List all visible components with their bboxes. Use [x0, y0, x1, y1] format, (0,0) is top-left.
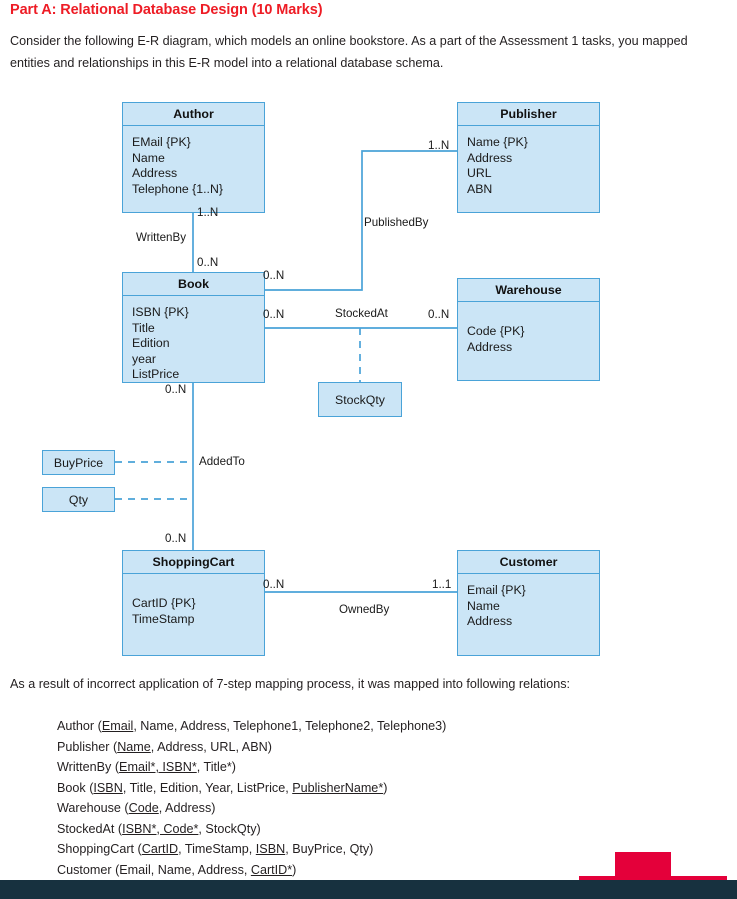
cardinality-warehouse-stockedat: 0..N — [428, 308, 450, 321]
entity-publisher-attributes: Name {PK} Address URL ABN — [467, 135, 528, 196]
relationship-label-ownedby: OwnedBy — [334, 603, 395, 616]
relation-book: Book (ISBN, Title, Edition, Year, ListPr… — [57, 780, 388, 795]
entity-author-attributes: EMail {PK} Name Address Telephone {1..N} — [132, 135, 223, 196]
entity-customer-title: Customer — [458, 551, 599, 574]
entity-shoppingcart-attributes: CartID {PK} TimeStamp — [132, 596, 196, 626]
cardinality-publisher-publishedby: 1..N — [428, 139, 450, 152]
cardinality-customer-ownedby: 1..1 — [432, 578, 452, 591]
entity-warehouse-attributes: Code {PK} Address — [467, 324, 525, 354]
entity-author-title: Author — [123, 103, 264, 126]
entity-shoppingcart-title: ShoppingCart — [123, 551, 264, 574]
page-title: Part A: Relational Database Design (10 M… — [10, 2, 323, 18]
entity-warehouse-title: Warehouse — [458, 279, 599, 302]
relation-writtenby: WrittenBy (Email*, ISBN*, Title*) — [57, 760, 236, 774]
attribute-box-buyprice[interactable]: BuyPrice — [42, 450, 115, 475]
attribute-box-qty[interactable]: Qty — [42, 487, 115, 512]
entity-publisher-title: Publisher — [458, 103, 599, 126]
entity-warehouse[interactable]: Warehouse Code {PK} Address — [457, 278, 600, 381]
cardinality-author-writtenby: 1..N — [197, 206, 219, 219]
intro-paragraph: Consider the following E-R diagram, whic… — [10, 34, 688, 70]
entity-book-attributes: ISBN {PK} Title Edition year ListPrice — [132, 305, 189, 382]
relationship-label-stockedat: StockedAt — [330, 307, 393, 320]
attribute-box-stockqty[interactable]: StockQty — [318, 382, 402, 417]
relation-warehouse: Warehouse (Code, Address) — [57, 801, 216, 815]
er-diagram: Author EMail {PK} Name Address Telephone… — [0, 95, 737, 670]
relation-shoppingcart: ShoppingCart (CartID, TimeStamp, ISBN, B… — [57, 842, 374, 856]
entity-author[interactable]: Author EMail {PK} Name Address Telephone… — [122, 102, 265, 213]
relation-author: Author (Email, Name, Address, Telephone1… — [57, 719, 447, 733]
footer-bar — [0, 880, 737, 899]
cardinality-book-stockedat: 0..N — [263, 308, 285, 321]
line-publishedby — [265, 150, 457, 291]
er-connector-lines — [115, 150, 457, 593]
relation-publisher: Publisher (Name, Address, URL, ABN) — [57, 739, 272, 754]
relationship-label-writtenby: WrittenBy — [136, 231, 187, 244]
entity-book-title: Book — [123, 273, 264, 296]
relationship-label-publishedby: PublishedBy — [364, 216, 429, 229]
entity-shoppingcart[interactable]: ShoppingCart CartID {PK} TimeStamp — [122, 550, 265, 656]
entity-publisher[interactable]: Publisher Name {PK} Address URL ABN — [457, 102, 600, 213]
cardinality-cart-addedto: 0..N — [165, 532, 187, 545]
attribute-box-stockqty-label: StockQty — [335, 392, 385, 407]
relation-customer: Customer (Email, Name, Address, CartID*) — [57, 862, 297, 877]
cardinality-book-writtenby: 0..N — [197, 256, 219, 269]
cardinality-book-addedto: 0..N — [165, 383, 187, 396]
relations-list: Author (Email, Name, Address, Telephone1… — [57, 716, 697, 880]
attribute-box-buyprice-label: BuyPrice — [53, 455, 104, 470]
relations-intro-paragraph: As a result of incorrect application of … — [10, 677, 571, 691]
cardinality-cart-ownedby: 0..N — [263, 578, 285, 591]
red-accent-top — [615, 852, 671, 876]
relationship-label-addedto: AddedTo — [199, 455, 245, 468]
relation-stockedat: StockedAt (ISBN*, Code*, StockQty) — [57, 821, 261, 836]
attribute-box-qty-label: Qty — [68, 492, 89, 507]
cardinality-book-publishedby: 0..N — [263, 269, 285, 282]
entity-customer-attributes: Email {PK} Name Address — [467, 583, 526, 629]
entity-customer[interactable]: Customer Email {PK} Name Address — [457, 550, 600, 656]
entity-book[interactable]: Book ISBN {PK} Title Edition year ListPr… — [122, 272, 265, 383]
